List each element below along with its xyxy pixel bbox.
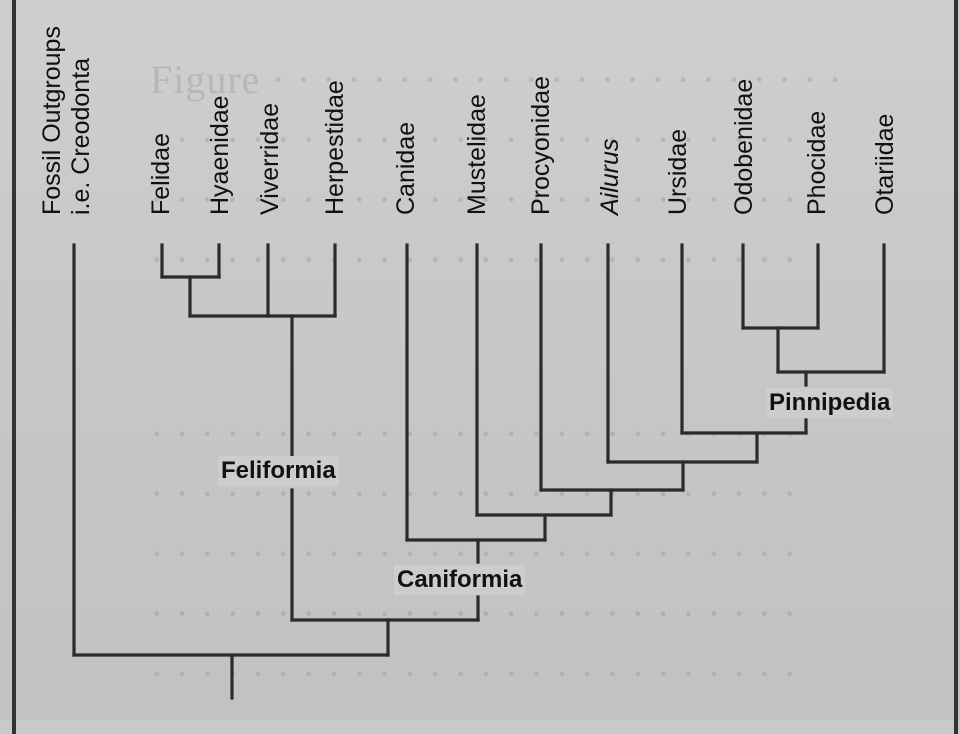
taxon-labels: Fossil Outgroups i.e. Creodonta Felidae … xyxy=(38,26,899,217)
taxon-label-procyonidae: Procyonidae xyxy=(527,76,555,215)
taxon-label-ursidae: Ursidae xyxy=(664,129,692,215)
bleed-through-text: · · · · · · · · · · · · · · · · · · · · … xyxy=(150,651,798,696)
taxon-label-canidae: Canidae xyxy=(392,122,420,215)
taxon-label-odobenidae: Odobenidae xyxy=(730,79,758,215)
bleed-through-text: · · · · · · · · · · · · · · · · · · · · … xyxy=(150,177,798,222)
taxon-label-fossil-outgroups-line1: Fossil Outgroups xyxy=(38,26,66,215)
taxon-label-viverridae: Viverridae xyxy=(256,103,284,215)
root-branches xyxy=(72,243,480,700)
taxon-label-herpestidae: Herpestidae xyxy=(321,80,349,215)
feliform-branches xyxy=(160,243,337,622)
taxon-label-phocidae: Phocidae xyxy=(803,111,831,215)
clade-label-caniformia: Caniformia xyxy=(394,565,526,595)
taxon-label-mustelidae: Mustelidae xyxy=(463,94,491,215)
clade-label-feliformia: Feliformia xyxy=(218,456,339,486)
caniform-branches xyxy=(405,243,886,622)
taxon-label-fossil-outgroups-line2: i.e. Creodonta xyxy=(67,58,95,215)
clade-label-pinnipedia: Pinnipedia xyxy=(766,388,894,418)
bleed-through-text: · · · · · · · · · · · · · · · · · · · · … xyxy=(150,237,798,282)
taxon-label-hyaenidae: Hyaenidae xyxy=(206,95,234,215)
figure-frame xyxy=(12,0,958,734)
bleed-through-text: · · · · · · · · · · · · · · · · · · · · … xyxy=(150,591,798,636)
bleed-through-text: · · · · · · · · · · · · · · · · · · · · … xyxy=(150,117,798,162)
taxon-label-otariidae: Otariidae xyxy=(871,114,899,215)
taxon-label-ailurus: Ailurus xyxy=(596,139,624,217)
taxon-label-felidae: Felidae xyxy=(147,133,175,215)
bleed-through-text: Figure · · · · · · · · · · · · · · · · ·… xyxy=(150,57,843,102)
